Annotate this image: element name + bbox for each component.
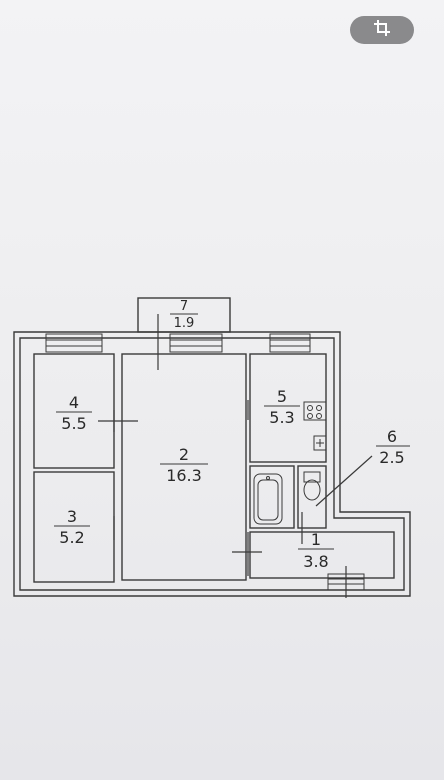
room-1-number: 1 bbox=[311, 530, 321, 549]
room-2-number: 2 bbox=[179, 445, 189, 464]
room-5-area: 5.3 bbox=[269, 408, 294, 427]
room-3-number: 3 bbox=[67, 507, 77, 526]
room-4-area: 5.5 bbox=[61, 414, 86, 433]
outer-wall bbox=[13, 331, 411, 597]
crop-icon bbox=[373, 19, 391, 41]
room-3-outline bbox=[33, 471, 115, 583]
room-2-outline bbox=[121, 353, 247, 581]
room-7-number: 7 bbox=[180, 299, 188, 314]
crop-button[interactable] bbox=[350, 16, 414, 44]
room-5-number: 5 bbox=[277, 387, 287, 406]
room-4-number: 4 bbox=[69, 393, 79, 412]
room-6-number: 6 bbox=[387, 427, 397, 446]
room-6-area: 2.5 bbox=[379, 448, 404, 467]
room-3-area: 5.2 bbox=[59, 528, 84, 547]
room-2-area: 16.3 bbox=[166, 466, 202, 485]
room-7-area: 1.9 bbox=[174, 316, 195, 331]
room-1-area: 3.8 bbox=[303, 552, 328, 571]
room-1-outline bbox=[249, 531, 395, 579]
bathroom-outline bbox=[249, 465, 295, 529]
